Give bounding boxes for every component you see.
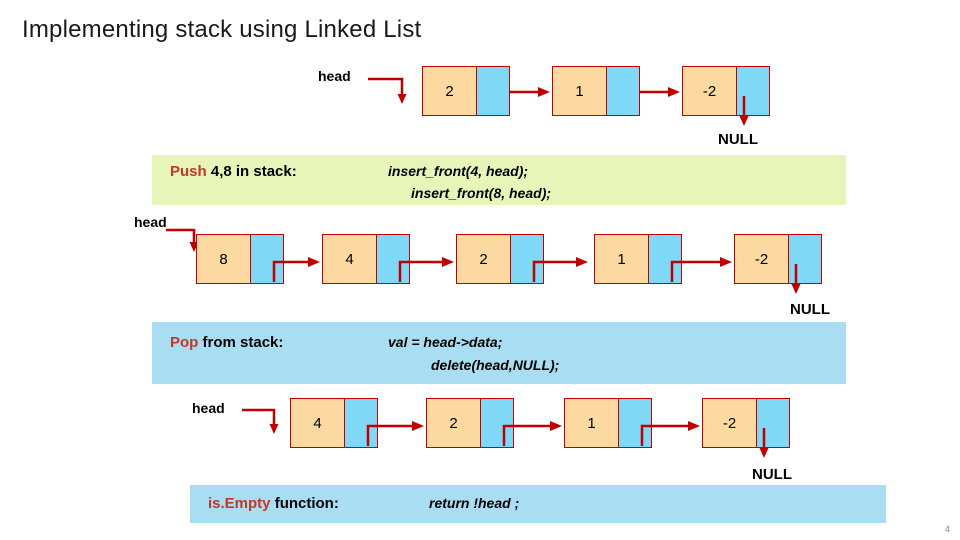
node-pointer-cell bbox=[377, 235, 409, 283]
node-row2-3: 1 bbox=[594, 234, 682, 284]
node-value: -2 bbox=[735, 235, 789, 283]
node-pointer-cell bbox=[511, 235, 543, 283]
node-row2-0: 8 bbox=[196, 234, 284, 284]
push-code-line2: insert_front(8, head); bbox=[411, 185, 552, 201]
link-arrow-row3-0 bbox=[364, 416, 428, 452]
isempty-bar-label: is.Empty function: bbox=[208, 495, 339, 512]
push-keyword: Push bbox=[170, 163, 207, 180]
node-pointer-cell bbox=[649, 235, 681, 283]
pop-bar: Pop from stack: val = head->data; delete… bbox=[152, 322, 846, 384]
node-row3-2: 1 bbox=[564, 398, 652, 448]
node-value: 4 bbox=[291, 399, 345, 447]
node-pointer-cell bbox=[477, 67, 509, 115]
link-arrow-row2-2 bbox=[530, 252, 592, 288]
page-title-prefix: Implementing stack using bbox=[22, 16, 305, 43]
head-arrow-row1 bbox=[366, 74, 426, 108]
head-label-row1: head bbox=[318, 68, 351, 84]
node-pointer-cell bbox=[251, 235, 283, 283]
node-pointer-cell bbox=[481, 399, 513, 447]
node-value: 2 bbox=[427, 399, 481, 447]
pop-code-line2: delete(head,NULL); bbox=[431, 357, 560, 373]
link-arrow-row2-3 bbox=[668, 252, 736, 288]
node-value: 2 bbox=[423, 67, 477, 115]
node-pointer-cell bbox=[345, 399, 377, 447]
link-arrow-row3-1 bbox=[500, 416, 566, 452]
null-label-row3: NULL bbox=[752, 466, 792, 483]
node-row3-3: -2 bbox=[702, 398, 790, 448]
node-value: 1 bbox=[595, 235, 649, 283]
node-row2-4: -2 bbox=[734, 234, 822, 284]
node-value: -2 bbox=[683, 67, 737, 115]
isempty-code-line1: return !head ; bbox=[429, 495, 520, 511]
node-value: 2 bbox=[457, 235, 511, 283]
page-number: 4 bbox=[944, 524, 950, 534]
pop-code-line1: val = head->data; bbox=[388, 334, 503, 350]
head-arrow-row3 bbox=[240, 406, 296, 440]
push-bar-label: Push 4,8 in stack: bbox=[170, 163, 297, 180]
null-label-row2: NULL bbox=[790, 301, 830, 318]
pop-rest: from stack: bbox=[198, 334, 284, 351]
node-value: 1 bbox=[565, 399, 619, 447]
node-row1-0: 2 bbox=[422, 66, 510, 116]
node-row3-1: 2 bbox=[426, 398, 514, 448]
pop-bar-label: Pop from stack: bbox=[170, 334, 283, 351]
node-row1-2: -2 bbox=[682, 66, 770, 116]
node-row1-1: 1 bbox=[552, 66, 640, 116]
push-code-line1: insert_front(4, head); bbox=[388, 163, 529, 179]
link-arrow-row2-1 bbox=[396, 252, 458, 288]
push-rest: 4,8 in stack: bbox=[206, 163, 297, 180]
node-value: -2 bbox=[703, 399, 757, 447]
node-pointer-cell bbox=[789, 235, 821, 283]
null-arrow-row1 bbox=[730, 94, 766, 130]
page-title-highlight: Linked List bbox=[304, 16, 422, 43]
isempty-rest: function: bbox=[270, 495, 339, 512]
null-arrow-row2 bbox=[782, 262, 818, 298]
node-pointer-cell bbox=[737, 67, 769, 115]
node-value: 1 bbox=[553, 67, 607, 115]
node-value: 8 bbox=[197, 235, 251, 283]
head-label-row3: head bbox=[192, 400, 225, 416]
node-pointer-cell bbox=[607, 67, 639, 115]
isempty-bar: is.Empty function: return !head ; bbox=[190, 485, 886, 523]
node-row3-0: 4 bbox=[290, 398, 378, 448]
node-row2-1: 4 bbox=[322, 234, 410, 284]
page-title: Implementing stack using Linked List bbox=[22, 16, 421, 44]
link-arrow-row3-2 bbox=[638, 416, 704, 452]
node-value: 4 bbox=[323, 235, 377, 283]
null-arrow-row3 bbox=[750, 426, 786, 462]
node-row2-2: 2 bbox=[456, 234, 544, 284]
push-bar: Push 4,8 in stack: insert_front(4, head)… bbox=[152, 155, 846, 205]
head-label-row2: head bbox=[134, 214, 167, 230]
null-label-row1: NULL bbox=[718, 131, 758, 148]
pop-keyword: Pop bbox=[170, 334, 199, 351]
node-pointer-cell bbox=[757, 399, 789, 447]
link-arrow-row1-1 bbox=[640, 84, 682, 100]
isempty-keyword: is.Empty bbox=[208, 495, 271, 512]
link-arrow-row2-0 bbox=[270, 252, 324, 288]
link-arrow-row1-0 bbox=[510, 84, 552, 100]
node-pointer-cell bbox=[619, 399, 651, 447]
